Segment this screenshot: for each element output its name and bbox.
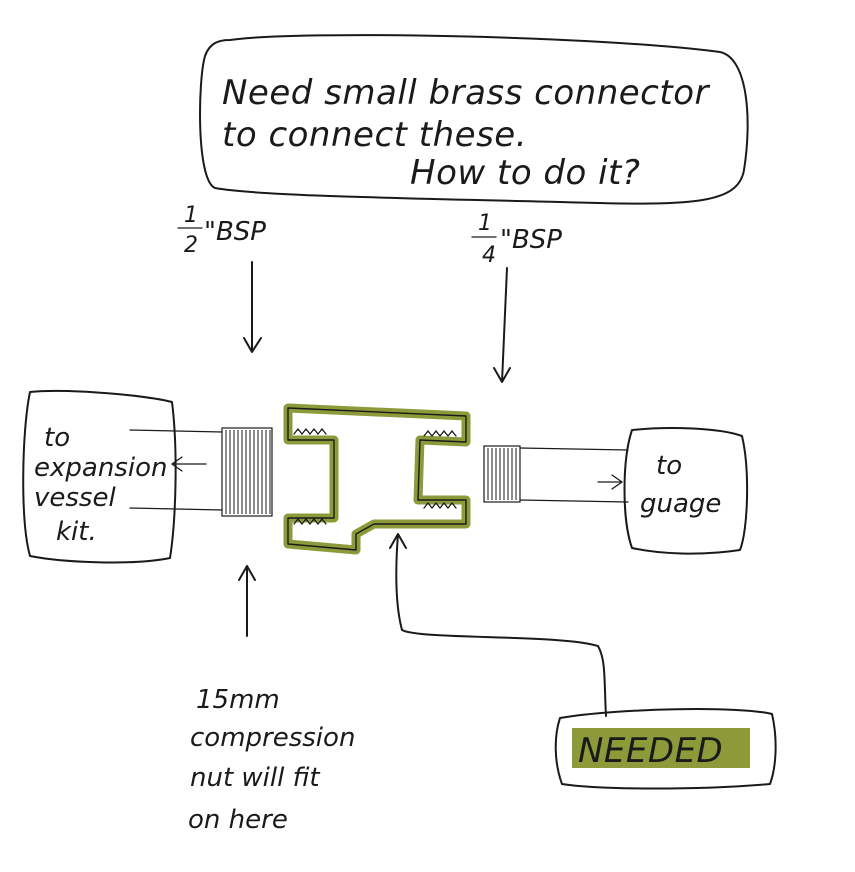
needed-arrow [389, 533, 607, 717]
bottom-note-line-1: 15mm [196, 685, 280, 715]
right-thread-section [483, 445, 521, 503]
left-box-line-2: expansion [34, 453, 167, 483]
right-thread-numerator: 1 [478, 211, 492, 236]
right-thread-body [483, 445, 521, 503]
bottom-note-line-4: on here [188, 805, 288, 835]
left-destination-box: to expansion vessel kit. [22, 389, 177, 564]
right-pipe-top-line [519, 447, 629, 451]
connector-left-inner-thread-top [293, 427, 327, 436]
left-thread-denominator: 2 [184, 233, 198, 258]
left-pointer-arrow [170, 456, 207, 472]
right-pipe-bottom-line [519, 499, 629, 503]
left-thread-section [221, 427, 273, 517]
brass-connector [283, 403, 471, 555]
left-thread-unit: "BSP [204, 217, 266, 247]
note-line-1: Need small brass connector [222, 73, 710, 113]
right-pipe [519, 447, 629, 503]
bottom-note: 15mm compression nut will fit on here [188, 685, 355, 835]
right-down-arrow [493, 267, 511, 383]
needed-box-outline [554, 708, 777, 790]
bottom-note-line-2: compression [190, 723, 355, 753]
left-pipe-bottom-line [129, 507, 223, 511]
right-box-outline [623, 427, 749, 555]
connector-left-inner-thread-bottom [293, 517, 327, 526]
left-box-outline [22, 389, 177, 564]
note-line-2: to connect these. [222, 115, 527, 155]
left-thread-body [221, 427, 273, 517]
right-box-line-1: to [656, 451, 682, 481]
left-thread-ridges [225, 430, 271, 514]
needed-highlight [572, 728, 750, 768]
left-down-arrow [243, 261, 262, 353]
left-pipe-top-line [129, 429, 223, 433]
left-pipe [129, 429, 223, 511]
left-box-line-4: kit. [56, 517, 97, 547]
right-pointer-arrow [597, 474, 624, 490]
bottom-note-line-3: nut will fit [190, 763, 320, 793]
right-box-line-2: guage [640, 489, 721, 519]
right-thread-ridges [487, 448, 517, 500]
left-thread-label: 1 2 "BSP [177, 203, 266, 258]
connector-outline [287, 407, 467, 551]
connector-right-inner-thread-bottom [423, 501, 457, 510]
bottom-up-arrow [238, 565, 256, 637]
left-thread-numerator: 1 [184, 203, 198, 228]
note-line-3: How to do it? [410, 153, 640, 193]
connector-right-inner-thread-top [423, 429, 457, 438]
right-destination-box: to guage [623, 427, 749, 555]
note-bubble: Need small brass connector to connect th… [199, 34, 749, 205]
left-box-line-1: to [44, 423, 70, 453]
right-thread-denominator: 4 [482, 243, 496, 268]
right-thread-unit: "BSP [500, 225, 562, 255]
needed-box: NEEDED [554, 708, 777, 790]
left-box-line-3: vessel [34, 483, 116, 513]
right-thread-label: 1 4 "BSP [471, 211, 562, 268]
note-bubble-outline [199, 34, 749, 205]
needed-label: NEEDED [578, 731, 723, 771]
